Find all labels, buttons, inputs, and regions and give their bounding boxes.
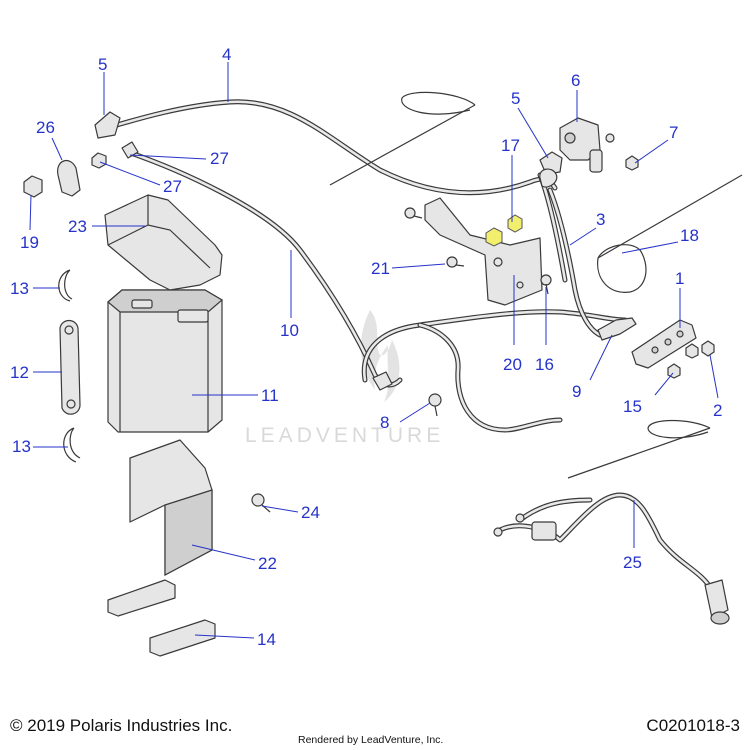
terminal-boot-left[interactable] [94, 111, 121, 139]
callout-7: 7 [669, 123, 678, 142]
copyright-text: © 2019 Polaris Industries Inc. [10, 716, 233, 735]
callout-3: 3 [596, 210, 605, 229]
callout-8: 8 [380, 413, 389, 432]
callout-11: 11 [261, 386, 279, 405]
bracket-screw[interactable] [446, 256, 465, 268]
hold-down-strap[interactable] [59, 319, 81, 415]
watermark: LEADVENTURE [245, 310, 444, 447]
callout-23: 23 [68, 217, 87, 236]
callout-2: 2 [713, 401, 722, 420]
cable-clamp[interactable] [57, 159, 81, 197]
callout-labels: 4 5 26 27 27 19 23 13 12 13 11 10 22 24 … [10, 45, 722, 649]
leader-lines [29, 62, 719, 639]
hex-nut[interactable] [91, 152, 107, 169]
u-nut-left[interactable] [485, 227, 503, 247]
ground-terminal[interactable] [597, 317, 637, 341]
callout-4: 4 [222, 45, 231, 64]
bracket-bolt[interactable] [540, 274, 552, 295]
starter-solenoid[interactable] [559, 117, 615, 173]
callout-13-lower: 13 [12, 437, 31, 456]
callout-25: 25 [623, 553, 642, 572]
callout-10: 10 [280, 321, 299, 340]
spring-clip-lower[interactable] [63, 427, 81, 463]
cable-tie-lower[interactable] [567, 419, 711, 479]
fuse-block-nut-2[interactable] [685, 343, 699, 359]
fuse-block-screw[interactable] [701, 340, 715, 357]
callout-24: 24 [301, 503, 320, 522]
callout-5-left: 5 [98, 55, 107, 74]
ring-terminal-upper[interactable] [121, 141, 139, 159]
callout-27-lower: 27 [163, 177, 182, 196]
callout-22: 22 [258, 554, 277, 573]
mounting-bracket[interactable] [424, 197, 543, 306]
screw[interactable] [251, 493, 271, 513]
diagram-id: C0201018-3 [646, 716, 740, 735]
callout-15: 15 [623, 397, 642, 416]
rendered-by-text: Rendered by LeadVenture, Inc. [298, 734, 444, 746]
solenoid-cable-end[interactable] [539, 168, 558, 188]
callout-17: 17 [501, 136, 520, 155]
bracket-screw-top[interactable] [404, 207, 423, 219]
accessory-harness[interactable] [493, 492, 730, 625]
callout-1: 1 [675, 269, 684, 288]
callout-27-upper: 27 [210, 149, 229, 168]
callout-9: 9 [572, 382, 581, 401]
callout-20: 20 [503, 355, 522, 374]
ground-bolt[interactable] [428, 393, 442, 417]
callout-26: 26 [36, 118, 55, 137]
callout-6: 6 [571, 71, 580, 90]
u-nut-right[interactable] [507, 214, 523, 233]
callout-19: 19 [20, 233, 39, 252]
battery-cover[interactable] [104, 194, 223, 291]
callout-13-upper: 13 [10, 279, 29, 298]
cable-tie-long[interactable] [597, 174, 743, 293]
fuse-block-nut[interactable] [667, 363, 681, 379]
spring-clip-upper[interactable] [58, 269, 73, 302]
battery-box-lower[interactable] [129, 439, 213, 576]
callout-21: 21 [371, 259, 390, 278]
callout-18: 18 [680, 226, 699, 245]
positive-cable[interactable] [97, 99, 558, 196]
ring-terminal-lower[interactable] [372, 371, 393, 391]
foam-pad-upper[interactable] [107, 579, 176, 617]
callout-12: 12 [10, 363, 29, 382]
solenoid-screw[interactable] [625, 155, 639, 171]
callout-5-right: 5 [511, 89, 520, 108]
battery[interactable] [107, 289, 224, 433]
foam-pad-lower[interactable] [149, 619, 216, 657]
fuse-block[interactable] [631, 319, 697, 369]
callout-16: 16 [535, 355, 554, 374]
callout-14: 14 [257, 630, 276, 649]
cable-tie-upper[interactable] [329, 91, 476, 186]
flange-nut[interactable] [23, 175, 43, 198]
watermark-text: LEADVENTURE [245, 424, 444, 447]
